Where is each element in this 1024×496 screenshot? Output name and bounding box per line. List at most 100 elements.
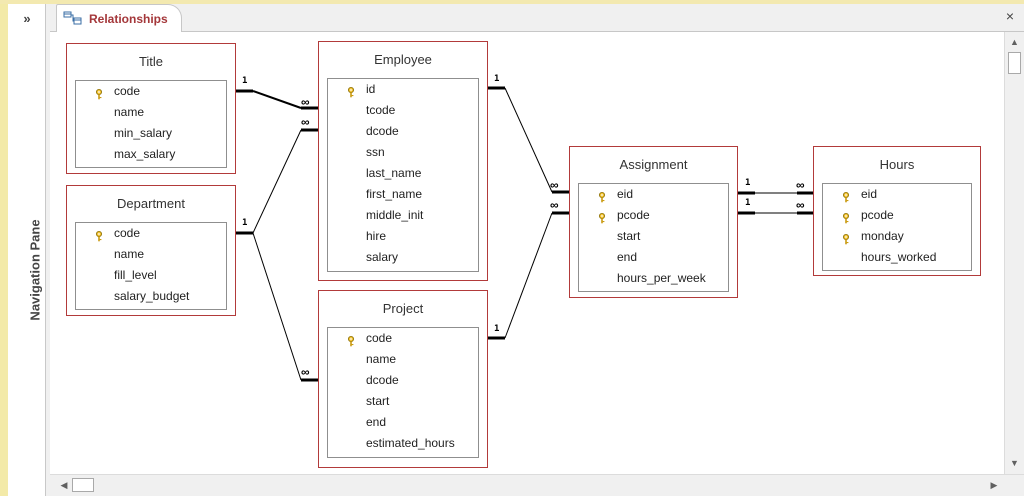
horizontal-scroll-thumb[interactable] [72,478,94,492]
primary-key-icon [842,210,850,224]
tab-relationships[interactable]: Relationships [56,4,182,32]
table-field[interactable]: name [76,244,226,265]
scroll-right-arrow-icon[interactable]: ▶ [990,480,998,490]
field-name: start [617,229,641,243]
table-assignment[interactable]: Assignment eid pcode start end hours_per_wee… [569,146,738,298]
table-assignment-header[interactable]: Assignment [619,157,688,172]
table-field[interactable]: hours_per_week [579,268,728,289]
table-field[interactable]: pcode [823,205,971,226]
table-field[interactable]: code [76,223,226,244]
field-name: middle_init [366,208,424,222]
scroll-left-arrow-icon[interactable]: ◀ [60,480,68,490]
table-title-header[interactable]: Title [138,54,164,69]
primary-key-icon [598,210,606,224]
cardinality-many-label: ∞ [301,365,310,379]
close-tab-button[interactable]: × [1005,8,1015,24]
top-accent-strip [0,0,1024,4]
table-department-header[interactable]: Department [117,196,185,211]
table-field[interactable]: min_salary [76,123,226,144]
table-field[interactable]: end [328,412,478,433]
relationships-icon [63,11,82,25]
table-project[interactable]: Project code name dcode start end estimated_h… [318,290,488,468]
horizontal-scrollbar[interactable]: ◀ ▶ [50,474,1024,496]
navigation-pane[interactable]: » Navigation Pane [0,4,46,496]
table-field[interactable]: eid [579,184,728,205]
vertical-scrollbar[interactable]: ▲ ▼ [1004,32,1024,474]
table-hours-header[interactable]: Hours [879,157,915,172]
field-name: dcode [366,124,399,138]
table-field[interactable]: hire [328,226,478,247]
table-hours[interactable]: Hours eid pcode monday hours_worked [813,146,981,276]
primary-key-icon [347,84,355,98]
table-field[interactable]: name [328,349,478,370]
field-name: name [114,247,145,261]
table-project-header[interactable]: Project [382,301,424,316]
field-name: hours_worked [861,250,937,264]
cardinality-one-label: 1 [745,178,751,188]
cardinality-one-label: 1 [242,76,248,86]
table-department[interactable]: Department code name fill_level salary_budg… [66,185,236,316]
field-name: hours_per_week [617,271,706,285]
table-field[interactable]: fill_level [76,265,226,286]
scroll-up-arrow-icon[interactable]: ▲ [1010,37,1019,47]
field-name: last_name [366,166,422,180]
field-name: eid [861,187,878,201]
field-name: fill_level [114,268,157,282]
field-name: end [366,415,387,429]
table-employee[interactable]: Employee id tcode dcode ssn last_name first_n… [318,41,488,281]
vertical-scroll-thumb[interactable] [1008,52,1021,74]
table-field[interactable]: first_name [328,184,478,205]
field-name: monday [861,229,904,243]
field-name: eid [617,187,634,201]
table-employee-header[interactable]: Employee [374,52,432,67]
table-field[interactable]: salary [328,247,478,268]
table-field[interactable]: estimated_hours [328,433,478,454]
table-project-fields: code name dcode start end estimated_hours [327,327,479,458]
field-name: pcode [861,208,894,222]
table-field[interactable]: middle_init [328,205,478,226]
table-field[interactable]: hours_worked [823,247,971,268]
cardinality-one-label: 1 [494,324,500,334]
table-field[interactable]: id [328,79,478,100]
table-department-fields: code name fill_level salary_budget [75,222,227,310]
table-field[interactable]: code [76,81,226,102]
tab-relationships-label: Relationships [89,12,168,26]
field-name: max_salary [114,147,176,161]
field-name: tcode [366,103,396,117]
field-name: id [366,82,376,96]
cardinality-many-label: ∞ [550,178,559,192]
field-name: salary_budget [114,289,190,303]
field-name: first_name [366,187,423,201]
table-field[interactable]: dcode [328,370,478,391]
expand-nav-pane-button[interactable]: » [23,11,31,26]
table-field[interactable]: start [579,226,728,247]
field-name: code [366,331,393,345]
field-name: dcode [366,373,399,387]
field-name: estimated_hours [366,436,455,450]
document-tab-bar [50,4,1024,32]
table-field[interactable]: code [328,328,478,349]
table-field[interactable]: tcode [328,100,478,121]
table-field[interactable]: monday [823,226,971,247]
field-name: name [114,105,145,119]
field-name: end [617,250,638,264]
cardinality-many-label: ∞ [796,178,805,192]
table-field[interactable]: last_name [328,163,478,184]
field-name: start [366,394,390,408]
field-name: code [114,226,141,240]
primary-key-icon [347,333,355,347]
primary-key-icon [842,231,850,245]
table-field[interactable]: name [76,102,226,123]
table-field[interactable]: max_salary [76,144,226,165]
table-title[interactable]: Title code name min_salary max_salary [66,43,236,174]
table-field[interactable]: start [328,391,478,412]
table-field[interactable]: pcode [579,205,728,226]
navigation-pane-label[interactable]: Navigation Pane [27,219,43,321]
scroll-down-arrow-icon[interactable]: ▼ [1010,458,1019,468]
table-field[interactable]: end [579,247,728,268]
table-field[interactable]: ssn [328,142,478,163]
table-field[interactable]: eid [823,184,971,205]
table-field[interactable]: dcode [328,121,478,142]
table-field[interactable]: salary_budget [76,286,226,307]
